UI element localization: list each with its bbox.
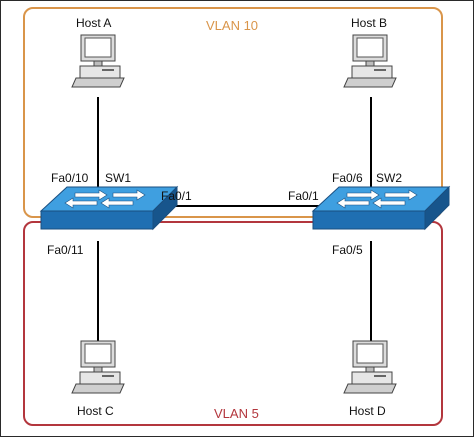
host-a-label: Host A <box>76 16 112 30</box>
sw2-switch-icon <box>312 186 450 230</box>
host-b-label: Host B <box>351 16 388 30</box>
host-d-label: Host D <box>349 404 386 418</box>
host-b-icon <box>343 34 397 88</box>
port-sw1-hostc: Fa0/11 <box>47 243 84 257</box>
port-sw2-hostb: Fa0/6 <box>332 171 363 185</box>
vlan5-label: VLAN 5 <box>214 406 259 421</box>
port-sw2-hostd: Fa0/5 <box>332 243 363 257</box>
sw2-label: SW2 <box>376 171 403 185</box>
sw1-switch-icon <box>40 186 178 230</box>
vlan5-boundary <box>23 221 443 426</box>
port-sw1-trunk: Fa0/1 <box>161 189 192 203</box>
host-c-label: Host C <box>77 404 114 418</box>
port-sw1-hosta: Fa0/10 <box>51 171 89 185</box>
vlan10-boundary <box>23 7 443 218</box>
host-a-icon <box>71 34 125 88</box>
port-sw2-trunk: Fa0/1 <box>288 189 319 203</box>
host-d-icon <box>343 340 397 394</box>
vlan10-label: VLAN 10 <box>206 18 259 33</box>
sw1-label: SW1 <box>105 171 132 185</box>
host-c-icon <box>71 340 125 394</box>
